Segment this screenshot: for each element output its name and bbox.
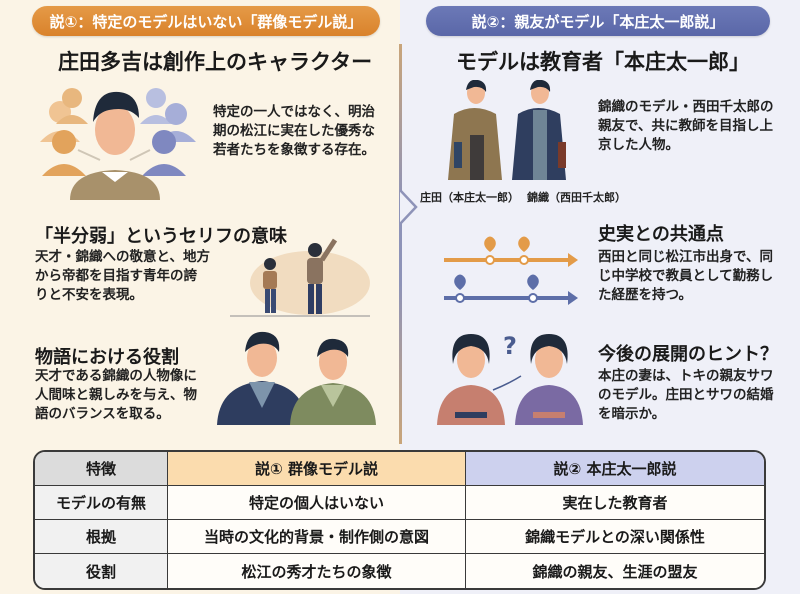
table-row: 根拠 当時の文化的背景・制作側の意図 錦織モデルとの深い関係性: [35, 520, 764, 554]
cell-theory-2-basis: 錦織モデルとの深い関係性: [466, 520, 764, 554]
people-group-icon: [40, 88, 196, 200]
timeline-pins-icon: [444, 236, 578, 305]
cell-theory-1-role: 松江の秀才たちの象徴: [168, 554, 466, 588]
role-section-text: 天才である錦織の人物像に人間味と親しみを与え、物語のバランスを取る。: [35, 368, 197, 422]
row-label-basis: 根拠: [35, 520, 168, 554]
theory-1-intro-text: 特定の一人ではなく、明治期の松江に実在した優秀な若者たちを象徴する存在。: [213, 104, 375, 158]
svg-text:?: ?: [503, 332, 517, 360]
historical-section-title: 史実との共通点: [598, 224, 724, 245]
theory-2-pill: 説②：親友がモデル「本庄太一郎説」: [426, 6, 770, 36]
cell-theory-2-role: 錦織の親友、生涯の盟友: [466, 554, 764, 588]
figure-caption-shoda: 庄田（本庄太一郎）: [420, 191, 519, 204]
table-header-row: 特徴 説① 群像モデル説 説② 本庄太一郎説: [35, 452, 764, 486]
hanbunjaku-section-text: 天才・錦織への敬意と、地方から帝都を目指す青年の誇りと不安を表現。: [35, 249, 210, 303]
table-row: モデルの有無 特定の個人はいない 実在した教育者: [35, 486, 764, 520]
row-label-model: モデルの有無: [35, 486, 168, 520]
historical-section-text: 西田と同じ松江市出身で、同じ中学校で教員として勤務した経歴を持つ。: [598, 249, 774, 303]
cell-theory-2-model: 実在した教育者: [466, 486, 764, 520]
role-section-title: 物語における役割: [35, 347, 179, 368]
two-women-question-icon: ?: [437, 332, 583, 425]
cell-theory-1-model: 特定の個人はいない: [168, 486, 466, 520]
table-row: 役割 松江の秀才たちの象徴 錦織の親友、生涯の盟友: [35, 554, 764, 588]
cell-theory-1-basis: 当時の文化的背景・制作側の意図: [168, 520, 466, 554]
two-men-with-books-icon: [448, 80, 566, 180]
theory-1-pill: 説①：特定のモデルはいない「群像モデル説」: [32, 6, 380, 36]
divider-chevron-icon: [399, 190, 418, 224]
row-label-role: 役割: [35, 554, 168, 588]
comparison-table: 特徴 説① 群像モデル説 説② 本庄太一郎説 モデルの有無 特定の個人はいない …: [33, 450, 766, 590]
theory-2-title: モデルは教育者「本庄太一郎」: [456, 50, 750, 74]
figure-caption-nishikiori: 錦織（西田千太郎）: [527, 191, 626, 204]
header-theory-2: 説② 本庄太一郎説: [466, 452, 764, 486]
hint-section-title: 今後の展開のヒント？: [598, 344, 778, 365]
hint-section-text: 本庄の妻は、トキの親友サワのモデル。庄田とサワの結婚を暗示か。: [598, 368, 774, 422]
theory-1-title: 庄田多吉は創作上のキャラクター: [58, 50, 373, 74]
two-men-kimono-icon: [217, 331, 376, 425]
header-theory-1: 説① 群像モデル説: [168, 452, 466, 486]
center-divider: [399, 44, 402, 444]
header-feature: 特徴: [35, 452, 168, 486]
theory-2-intro-text: 錦織のモデル・西田千太郎の親友で、共に教師を目指し上京した人物。: [598, 99, 774, 153]
hanbunjaku-section-title: 「半分弱」というセリフの意味: [35, 226, 287, 247]
teacher-student-icon: [230, 238, 370, 317]
